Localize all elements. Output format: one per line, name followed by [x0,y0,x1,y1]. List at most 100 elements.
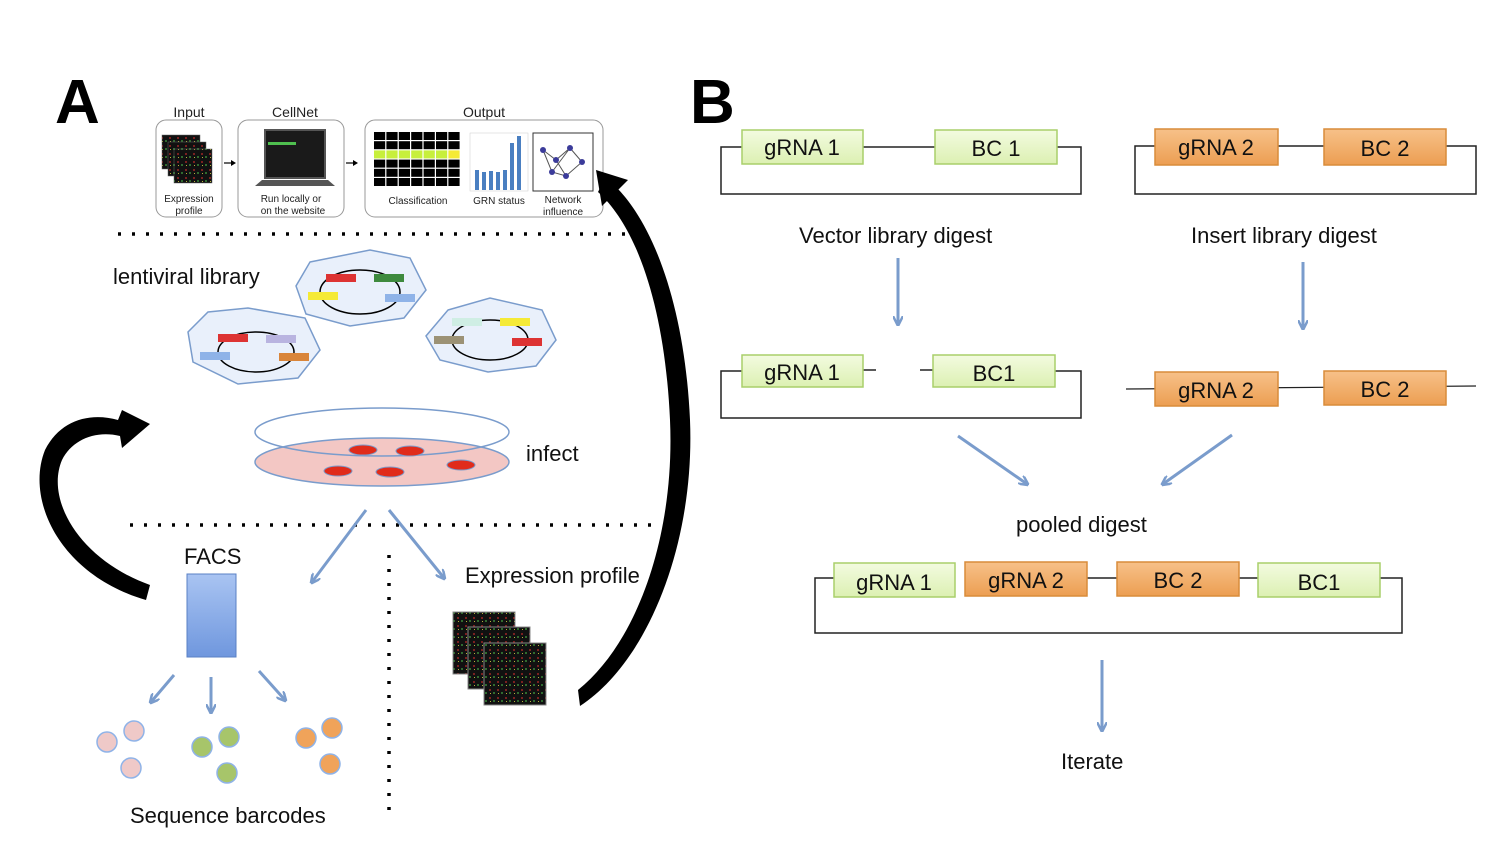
heatmap-cell [386,168,398,177]
pooled-bc2-label: BC 2 [1154,568,1203,593]
vector-digest-label: Vector library digest [799,223,992,248]
vector-digested: gRNA 1 BC1 [720,354,1082,419]
facs-arrow-1 [151,674,176,702]
network-influence-graph [532,132,594,192]
arrow-to-expression [387,509,444,578]
cellnet-header: CellNet [272,104,318,120]
heatmap-cell [374,168,386,177]
cellnet-caption-2: on the website [261,206,326,217]
heatmap-cell [386,159,398,168]
vector-digested-bc-label: BC1 [973,361,1016,386]
insert-grna-label: gRNA 2 [1178,135,1254,160]
insert-digest-label: Insert library digest [1191,223,1377,248]
heatmap-cell [411,141,423,150]
vector-digested-grna-label: gRNA 1 [764,360,840,385]
heatmap-cell [423,178,435,186]
pooled-grna2-label: gRNA 2 [988,568,1064,593]
heatmap-cell [411,178,423,186]
heatmap-cell [448,159,460,168]
pooled-grna1-label: gRNA 1 [856,570,932,595]
grn-status-chart [469,132,529,192]
network-caption-2: influence [543,207,583,218]
virus-particle-2 [295,249,427,327]
heatmap-cell [436,159,448,168]
heatmap-cell [411,159,423,168]
grn-caption: GRN status [473,196,525,207]
heatmap-cell [436,168,448,177]
insert-digested-grna-label: gRNA 2 [1178,378,1254,403]
heatmap-cell [398,132,410,140]
heatmap-cell [386,178,398,186]
heatmap-cell [398,150,410,159]
heatmap-cell [436,178,448,186]
virus-particle-3 [425,297,557,373]
heatmap-cell [436,132,448,140]
classification-caption: Classification [389,196,448,207]
heatmap-cell [448,132,460,140]
heatmap-cell [411,168,423,177]
insert-bc-label: BC 2 [1361,136,1410,161]
feedback-arrow-left [39,410,150,600]
panel-a-letter: A [55,68,100,137]
pooled-label: pooled digest [1016,512,1147,537]
insert-plasmid: gRNA 2 BC 2 [1134,128,1477,195]
barcode-group-orange [295,717,343,775]
cellnet-caption-1: Run locally or [261,194,322,205]
heatmap-cell [374,132,386,140]
infect-label: infect [526,441,579,466]
vector-bc-label: BC 1 [972,136,1021,161]
insert-digested: gRNA 2 BC 2 [1125,370,1477,407]
pooled-bc1-label: BC1 [1298,570,1341,595]
heatmap-cell [423,150,435,159]
heatmap-cell [398,141,410,150]
heatmap-cell [423,132,435,140]
vector-to-pool-arrow [957,434,1027,484]
heatmap-cell [398,178,410,186]
expression-label: Expression profile [465,563,640,588]
network-caption-1: Network [545,195,583,206]
output-header: Output [463,104,505,120]
vector-grna-label: gRNA 1 [764,135,840,160]
barcode-group-green [191,726,240,784]
feedback-arrow-right [578,178,691,706]
heatmap-cell [423,159,435,168]
output-module: Output Classification GRN status Network… [364,104,604,218]
heatmap-cell [423,141,435,150]
heatmap-cell [448,141,460,150]
heatmap-cell [423,168,435,177]
heatmap-cell [374,178,386,186]
input-caption-1: Expression [164,194,213,205]
heatmap-cell [386,132,398,140]
heatmap-cell [448,168,460,177]
barcode-group-pink [96,720,145,779]
heatmap-cell [398,159,410,168]
heatmap-cell [436,150,448,159]
laptop-icon [264,129,326,179]
heatmap-cell [398,168,410,177]
insert-digested-bc-label: BC 2 [1361,377,1410,402]
heatmap-cell [374,150,386,159]
heatmap-cell [436,141,448,150]
heatmap-cell [448,178,460,186]
insert-to-pool-arrow [1163,433,1233,484]
heatmap-cell [448,150,460,159]
facs-sorter [186,573,237,658]
facs-label: FACS [184,544,241,569]
facs-arrow-3 [257,669,285,700]
heatmap-cell [386,141,398,150]
heatmap-cell [411,132,423,140]
heatmap-cell [386,150,398,159]
pooled-construct: gRNA 1 gRNA 2 BC 2 BC1 [814,561,1403,634]
arrow-to-facs [312,509,368,582]
input-module: Input Expression profile [155,104,223,218]
panel-b-letter: B [690,68,735,137]
expression-profile-heatmaps [452,611,547,706]
heatmap-cell [374,141,386,150]
input-caption-2: profile [175,206,203,217]
lentiviral-label: lentiviral library [113,264,260,289]
virus-particle-1 [187,307,321,385]
classification-heatmap [374,132,460,186]
heatmap-cell [374,159,386,168]
petri-dish [254,407,510,487]
